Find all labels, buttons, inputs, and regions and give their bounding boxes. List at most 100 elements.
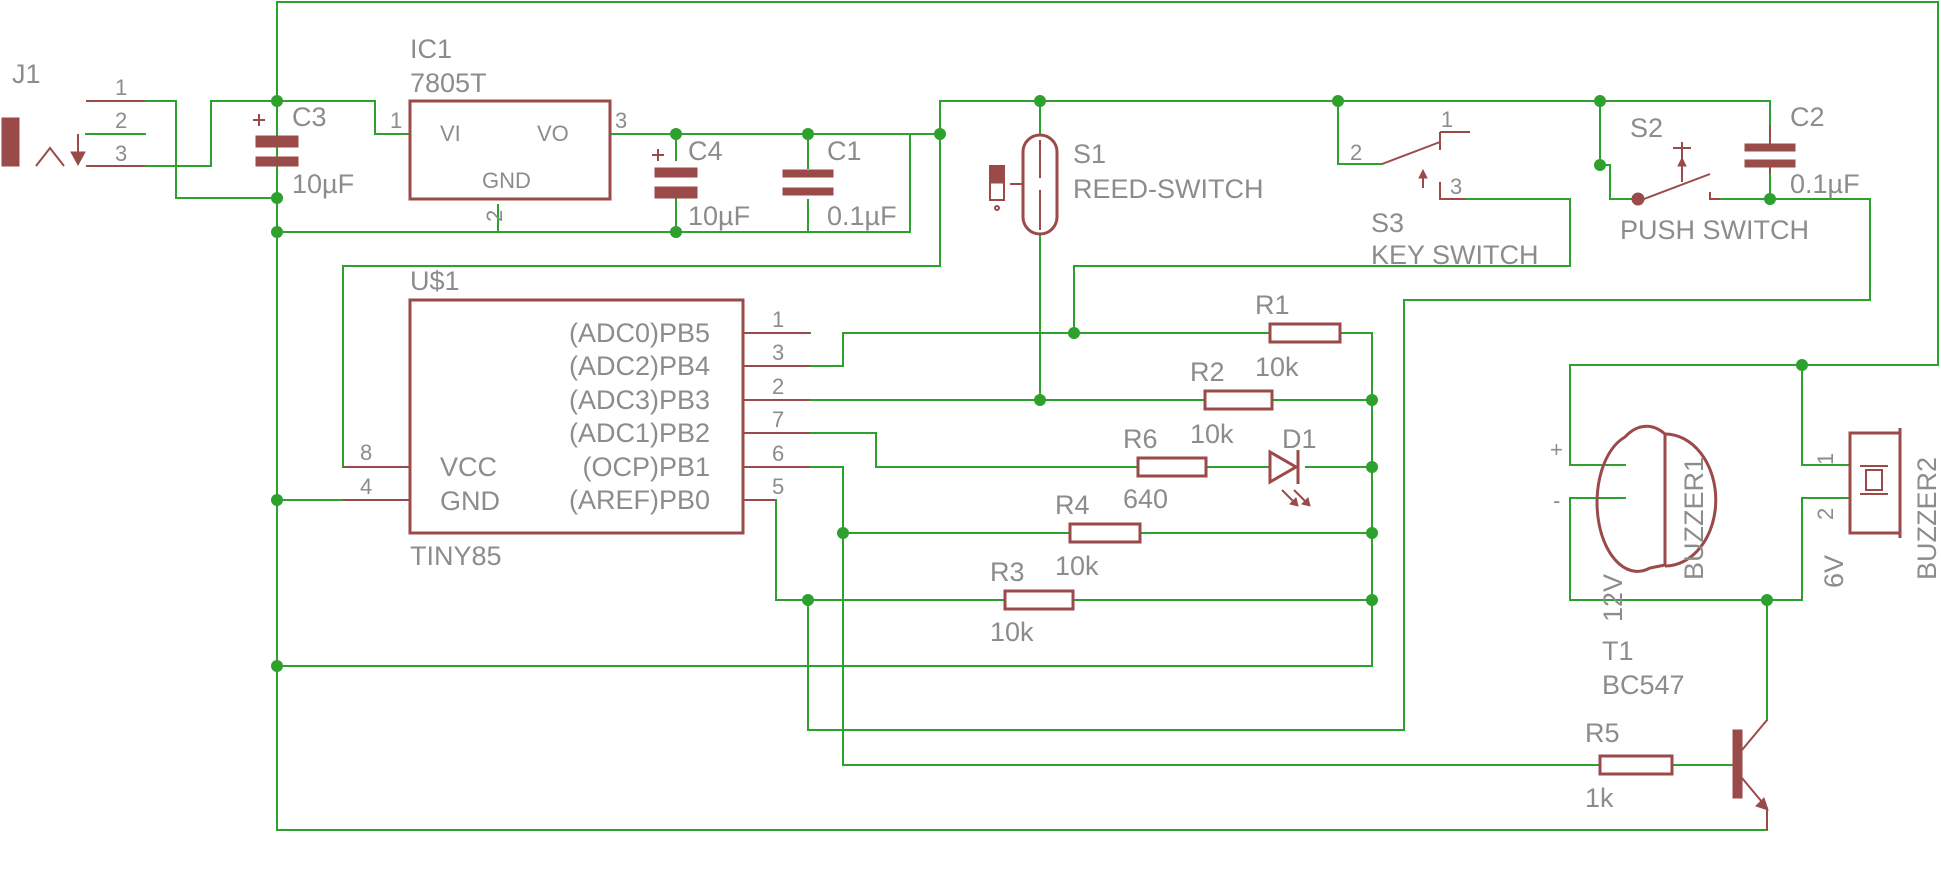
r4-name: R4 [1055, 490, 1090, 520]
junction-dot [1764, 193, 1776, 205]
junctions [271, 95, 1808, 672]
ic1-vi-label: VI [440, 121, 461, 146]
wire-pos-rail [939, 100, 1771, 135]
ic1-name: IC1 [410, 34, 452, 64]
c3-plus-sign [253, 114, 265, 126]
s3-pivot-lead [1381, 141, 1441, 165]
mcu-pin-num-3: 3 [772, 340, 784, 365]
buzzer1-name: BUZZER1 [1679, 457, 1709, 580]
c4-name: C4 [688, 136, 723, 166]
key-switch-s3: 1 2 3 S3 KEY SWITCH [1350, 107, 1539, 270]
s2-blade [1643, 173, 1711, 200]
junction-dot [802, 594, 814, 606]
c2-name: C2 [1790, 102, 1825, 132]
buzzer2-pin-1: 1 [1813, 453, 1838, 465]
wire-r1-right [1339, 332, 1373, 667]
wire-right-bus [276, 599, 1373, 667]
wire-top-loop [276, 1, 1939, 366]
capacitor-c2: C2 0.1µF [1744, 102, 1860, 199]
mcu-vcc-label: VCC [440, 452, 497, 482]
junction-dot [271, 192, 283, 204]
mcu-body [408, 298, 745, 535]
transistor-t1: T1 BC547 [1602, 636, 1769, 830]
c2-plate-top [1744, 143, 1796, 152]
led-d1: D1 [1268, 424, 1317, 507]
c1-value: 0.1µF [827, 201, 897, 231]
t1-emitter-arrow [1755, 797, 1769, 811]
wire-s3-rail [1337, 100, 1383, 165]
c3-plate-bottom [255, 156, 299, 167]
d1-name: D1 [1282, 424, 1317, 454]
s2-contact-left [1631, 192, 1645, 206]
mcu-pin-4: 4 [360, 474, 372, 499]
resistor-r2: R2 10k [1190, 357, 1274, 449]
r4-body [1068, 522, 1142, 544]
ic1-vo-label: VO [537, 121, 569, 146]
mcu-pin-num-5: 5 [772, 474, 784, 499]
r1-body [1268, 322, 1342, 344]
mcu-gnd-label: GND [440, 486, 500, 516]
mcu-pin-label-pb5: (ADC0)PB5 [569, 318, 710, 348]
junction-dot [1796, 359, 1808, 371]
wire-s2-right [807, 198, 1871, 731]
c3-plate-top [255, 135, 299, 148]
junction-dot [271, 226, 283, 238]
junction-dot [1332, 95, 1344, 107]
mcu-pin-label-pb3: (ADC3)PB3 [569, 385, 710, 415]
capacitor-c3: C3 10µF [253, 102, 354, 199]
r6-value: 640 [1123, 484, 1168, 514]
buzzer2-value: 6V [1819, 555, 1849, 588]
r5-body [1598, 754, 1674, 776]
s1-value: REED-SWITCH [1073, 174, 1264, 204]
j1-pin-1: 1 [115, 75, 127, 100]
wire-bz2-1 [1801, 364, 1851, 466]
j1-contact [35, 146, 65, 167]
t1-name: T1 [1602, 636, 1634, 666]
buzzer2-name: BUZZER2 [1912, 457, 1941, 580]
s1-name: S1 [1073, 139, 1106, 169]
junction-dot [802, 128, 814, 140]
mcu-pin-num-6: 6 [772, 441, 784, 466]
wire-pb1 [742, 466, 1601, 766]
capacitor-c1: C1 0.1µF [782, 136, 897, 231]
junction-dot [1366, 527, 1378, 539]
s2-actuator-arrow [1677, 156, 1687, 167]
push-switch-s2: S2 PUSH SWITCH [1620, 113, 1809, 245]
junction-dot [271, 95, 283, 107]
r5-value: 1k [1585, 783, 1614, 813]
buzzer2-body [1848, 431, 1902, 535]
mcu-right-leads [743, 332, 810, 501]
r2-name: R2 [1190, 357, 1225, 387]
j1-name: J1 [12, 59, 41, 89]
ic1-body [408, 99, 612, 201]
junction-dot [1366, 461, 1378, 473]
mcu-pin-num-7: 7 [772, 407, 784, 432]
junction-dot [934, 128, 946, 140]
r5-name: R5 [1585, 718, 1620, 748]
r2-value: 10k [1190, 419, 1234, 449]
regulator-ic1: IC1 7805T VI VO GND 1 3 2 [390, 34, 627, 222]
buzzer2-crystal [1865, 469, 1883, 491]
mcu-name: U$1 [410, 266, 460, 296]
buzzer1-value: 12V [1598, 574, 1628, 622]
c4-plus-sign [652, 149, 664, 161]
c4-plate-bottom [654, 186, 698, 199]
r3-body [1003, 589, 1075, 611]
s2-value: PUSH SWITCH [1620, 215, 1809, 245]
junction-dot [1366, 594, 1378, 606]
wire-j1-pin1 [144, 100, 278, 199]
j1-arrowhead [70, 151, 86, 167]
s1-magnet-half [989, 165, 1005, 184]
wire-pb2 [742, 432, 1139, 468]
reed-switch-s1: S1 REED-SWITCH [989, 133, 1264, 236]
s3-contact-1 [1439, 131, 1470, 150]
j1-connector: J1 1 2 3 [1, 59, 145, 167]
junction-dot [1594, 159, 1606, 171]
wires [85, 1, 1939, 831]
mcu-pin-num-1: 1 [772, 307, 784, 332]
wire-pb0 [742, 499, 1006, 601]
mcu-pin-8: 8 [360, 440, 372, 465]
r1-name: R1 [1255, 290, 1290, 320]
r2-body [1203, 389, 1274, 411]
